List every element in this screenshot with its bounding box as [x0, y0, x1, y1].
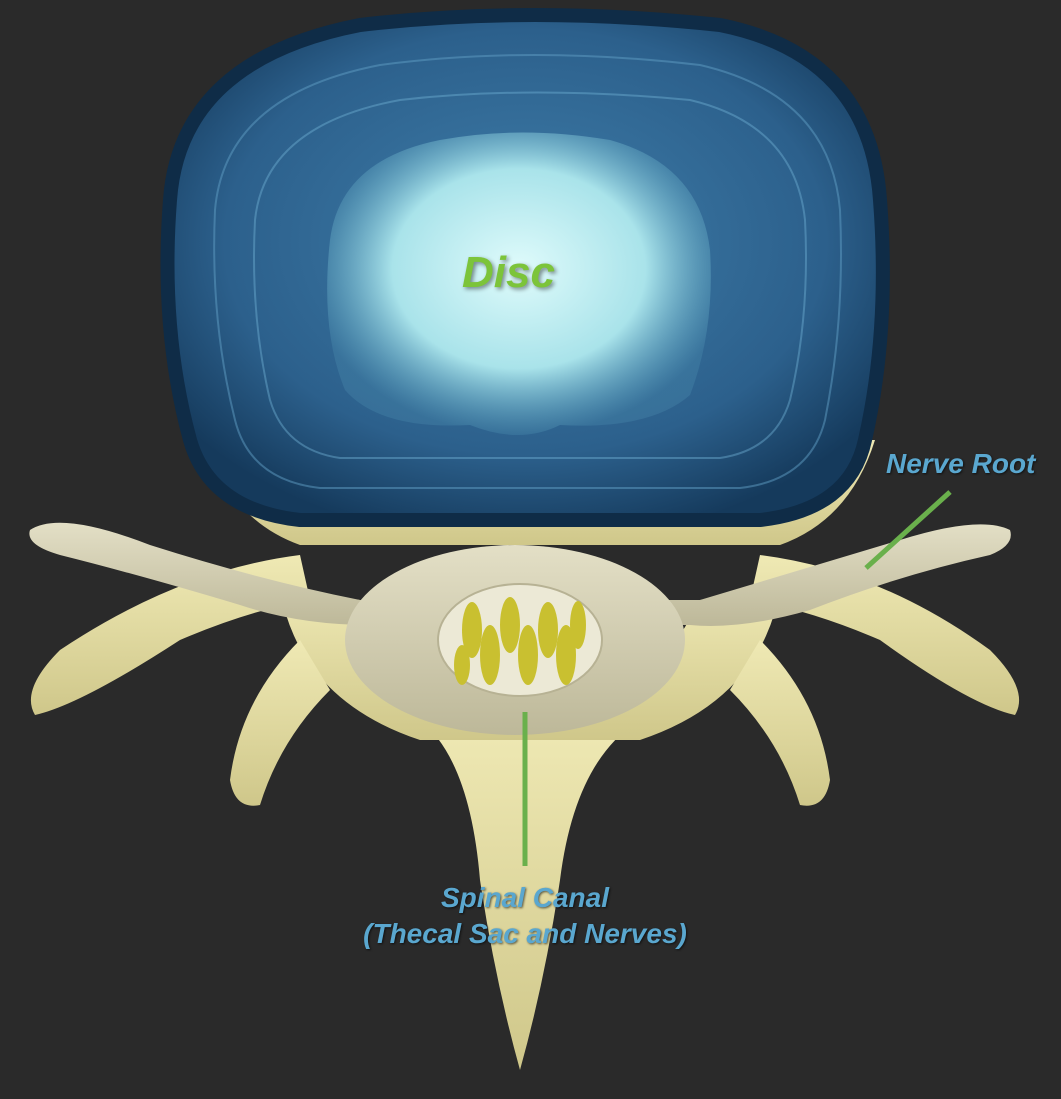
disc-label: Disc: [462, 248, 555, 298]
spinal-canal-label-line2: (Thecal Sac and Nerves): [330, 916, 720, 952]
nerve-root-label: Nerve Root: [886, 448, 1035, 480]
spinal-canal-label: Spinal Canal (Thecal Sac and Nerves): [330, 880, 720, 952]
spinal-canal-label-line1: Spinal Canal: [330, 880, 720, 916]
